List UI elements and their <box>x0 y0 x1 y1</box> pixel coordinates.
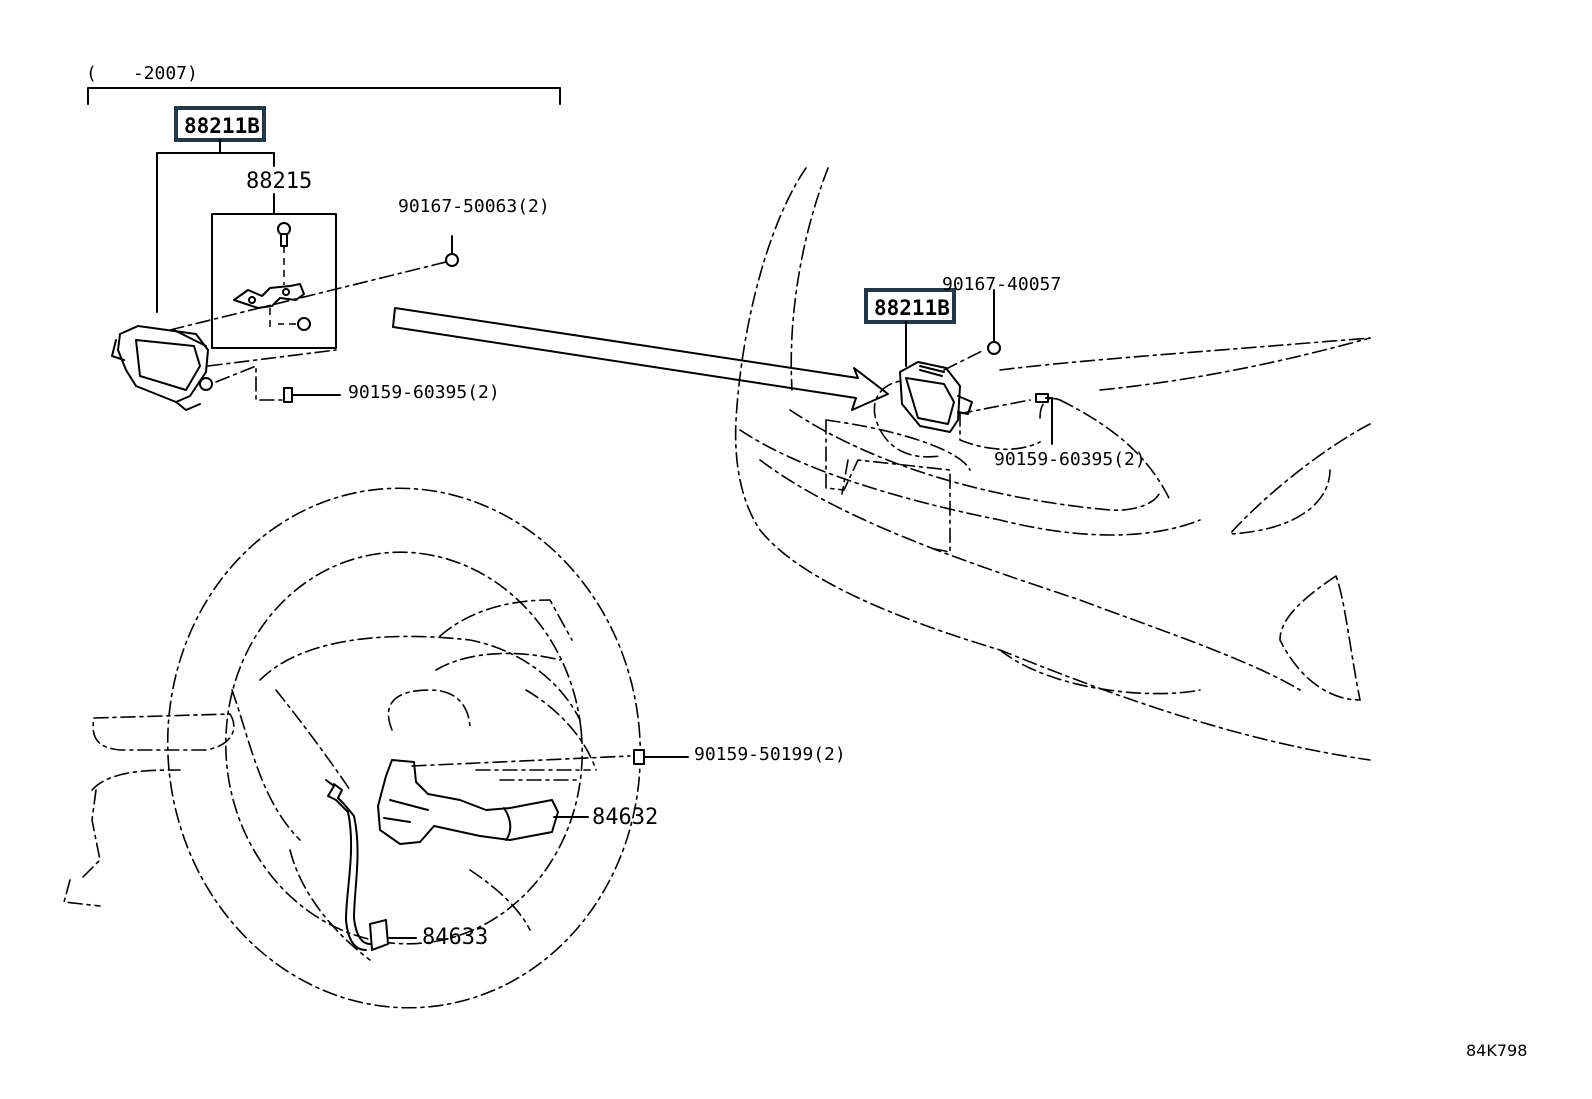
bolt-icon <box>283 387 303 403</box>
cruise-control-switch: 90159-50199(2) 84632 84633 <box>325 744 846 951</box>
steering-wheel-outline <box>62 487 642 1009</box>
sensor-assembly-upper-left: 88211B 88215 <box>111 106 550 411</box>
location-arrow <box>392 307 889 411</box>
part-label-88211B-vehicle[interactable]: 88211B <box>874 296 950 320</box>
part-label-90159-60395[interactable]: 90159-60395(2) <box>348 382 500 403</box>
bolt-icon <box>633 749 651 765</box>
bolt-icon <box>445 243 459 267</box>
vehicle-front-outline <box>734 167 1371 761</box>
radar-sensor-icon <box>111 325 213 411</box>
bracket-icon <box>233 283 305 309</box>
nut-icon <box>297 317 311 331</box>
part-label-90167-40057[interactable]: 90167-40057 <box>942 274 1061 295</box>
radar-sensor-icon <box>899 361 973 433</box>
bolt-icon <box>1035 393 1053 445</box>
bolt-icon <box>987 289 1001 355</box>
bracket-box <box>211 213 337 349</box>
screw-icon <box>277 222 291 247</box>
part-label-90167-50063[interactable]: 90167-50063(2) <box>398 196 550 217</box>
date-range-bracket: ( -2007) <box>86 63 561 105</box>
part-label-84632[interactable]: 84632 <box>592 805 658 830</box>
part-label-90159-60395-vehicle[interactable]: 90159-60395(2) <box>994 449 1146 470</box>
catalog-id: 84K798 <box>1466 1041 1527 1060</box>
part-label-84633[interactable]: 84633 <box>422 925 488 950</box>
part-label-88215[interactable]: 88215 <box>246 169 312 194</box>
part-label-90159-50199[interactable]: 90159-50199(2) <box>694 744 846 765</box>
sensor-assembly-vehicle: 88211B 90167-40057 90159-60395(2) <box>864 274 1146 470</box>
date-range-label: ( -2007) <box>86 63 198 84</box>
wire-harness-icon <box>325 779 389 951</box>
part-label-88211B[interactable]: 88211B <box>184 114 260 138</box>
cruise-control-lever-icon <box>377 759 559 845</box>
key-part-box <box>864 288 956 324</box>
